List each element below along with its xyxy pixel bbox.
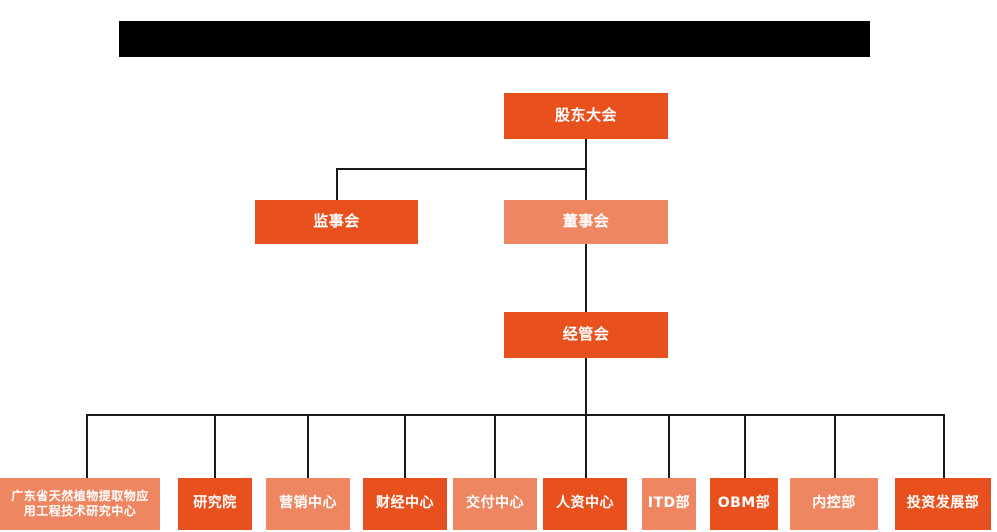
node-research-institute[interactable]: 研究院 <box>178 478 252 530</box>
node-label-shareholders-meeting: 股东大会 <box>554 106 617 125</box>
node-label-internal-control-department: 内控部 <box>812 495 856 512</box>
node-label-research-institute: 研究院 <box>193 495 237 512</box>
node-label-delivery-center: 交付中心 <box>466 495 524 512</box>
node-management-committee[interactable]: 经管会 <box>504 312 668 358</box>
redacted-title-bar <box>119 21 870 57</box>
node-label-finance-center: 财经中心 <box>376 495 434 512</box>
node-label-management-committee: 经管会 <box>562 325 610 344</box>
node-board-of-supervisors[interactable]: 监事会 <box>255 200 418 244</box>
connector-level4-bus <box>86 414 944 416</box>
node-finance-center[interactable]: 财经中心 <box>363 478 447 530</box>
node-hr-center[interactable]: 人资中心 <box>543 478 627 530</box>
node-itd-department[interactable]: ITD部 <box>642 478 696 530</box>
connector-drop-marketing-center <box>307 414 309 478</box>
node-label-line-2: 用工程技术研究中心 <box>23 504 137 518</box>
connector-drop-delivery-center <box>494 414 496 478</box>
connector-supervisors-up <box>336 168 338 200</box>
connector-drop-finance-center <box>404 414 406 478</box>
connector-shareholders-down <box>585 138 587 169</box>
node-investment-development-department[interactable]: 投资发展部 <box>895 478 991 530</box>
node-label-board-of-supervisors: 监事会 <box>313 212 360 231</box>
node-label-hr-center: 人资中心 <box>556 495 614 512</box>
connector-drop-internal-control-department <box>834 414 836 478</box>
node-label-investment-development-department: 投资发展部 <box>906 495 980 512</box>
node-obm-department[interactable]: OBM部 <box>710 478 778 530</box>
connector-drop-guangdong-research-center <box>86 414 88 478</box>
connector-drop-obm-department <box>744 414 746 478</box>
node-label-guangdong-research-center: 广东省天然植物提取物应 用工程技术研究中心 <box>11 489 149 520</box>
connector-directors-up <box>585 168 587 200</box>
connector-level2-bus <box>336 168 587 170</box>
connector-drop-itd-department <box>668 414 670 478</box>
node-shareholders-meeting[interactable]: 股东大会 <box>504 93 668 139</box>
node-label-line-1: 广东省天然植物提取物应 <box>11 488 149 503</box>
node-label-obm-department: OBM部 <box>717 495 771 512</box>
node-label-marketing-center: 营销中心 <box>279 495 337 512</box>
connector-drop-investment-development-department <box>943 414 945 478</box>
node-guangdong-research-center[interactable]: 广东省天然植物提取物应 用工程技术研究中心 <box>0 478 160 530</box>
node-delivery-center[interactable]: 交付中心 <box>453 478 537 530</box>
node-internal-control-department[interactable]: 内控部 <box>790 478 878 530</box>
connector-drop-research-institute <box>214 414 216 478</box>
node-label-itd-department: ITD部 <box>647 495 691 512</box>
node-label-board-of-directors: 董事会 <box>562 212 610 231</box>
connector-management-down <box>585 358 587 416</box>
connector-drop-hr-center <box>585 414 587 478</box>
node-board-of-directors[interactable]: 董事会 <box>504 200 668 244</box>
connector-directors-down <box>585 243 587 312</box>
node-marketing-center[interactable]: 营销中心 <box>266 478 350 530</box>
